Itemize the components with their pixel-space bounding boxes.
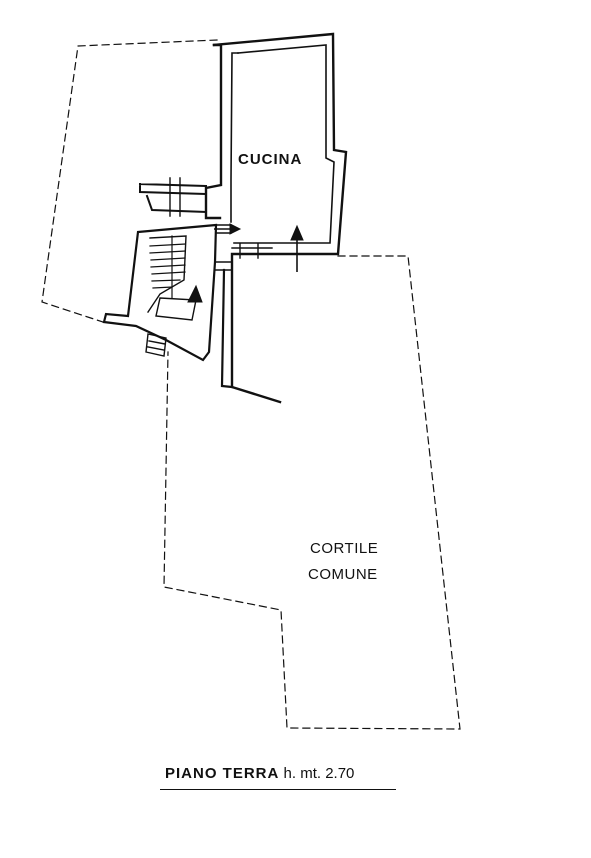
stair-treads xyxy=(149,243,186,289)
caption-floor: PIANO TERRA xyxy=(165,765,280,782)
plan-caption: PIANO TERRA h. mt. 2.70 xyxy=(165,765,354,782)
kitchen-entry-arrow-head xyxy=(290,224,304,241)
door-openings xyxy=(215,224,273,271)
room-label-courtyard-line1: CORTILE xyxy=(310,540,379,557)
courtyard-wall xyxy=(220,268,234,389)
kitchen-left-wall-inner xyxy=(230,52,239,223)
caption-height: h. mt. 2.70 xyxy=(283,765,355,782)
kitchen-wall-outer xyxy=(212,32,348,404)
boundary-left-dashed xyxy=(41,39,218,323)
kitchen-wall-inner xyxy=(233,44,335,244)
stair-inner xyxy=(147,235,187,313)
courtyard-boundary-dashed xyxy=(163,255,461,730)
annex-wall xyxy=(138,182,208,214)
entry-steps xyxy=(145,333,167,357)
room-label-courtyard-line2: COMUNE xyxy=(308,566,378,583)
stair-up-arrow xyxy=(187,284,203,303)
annex-door xyxy=(169,177,181,217)
side-door-arrow-head xyxy=(229,223,242,235)
landing xyxy=(155,297,197,321)
room-label-kitchen: CUCINA xyxy=(238,151,303,168)
kitchen-left-wall xyxy=(204,43,223,220)
caption-underline xyxy=(160,789,396,790)
